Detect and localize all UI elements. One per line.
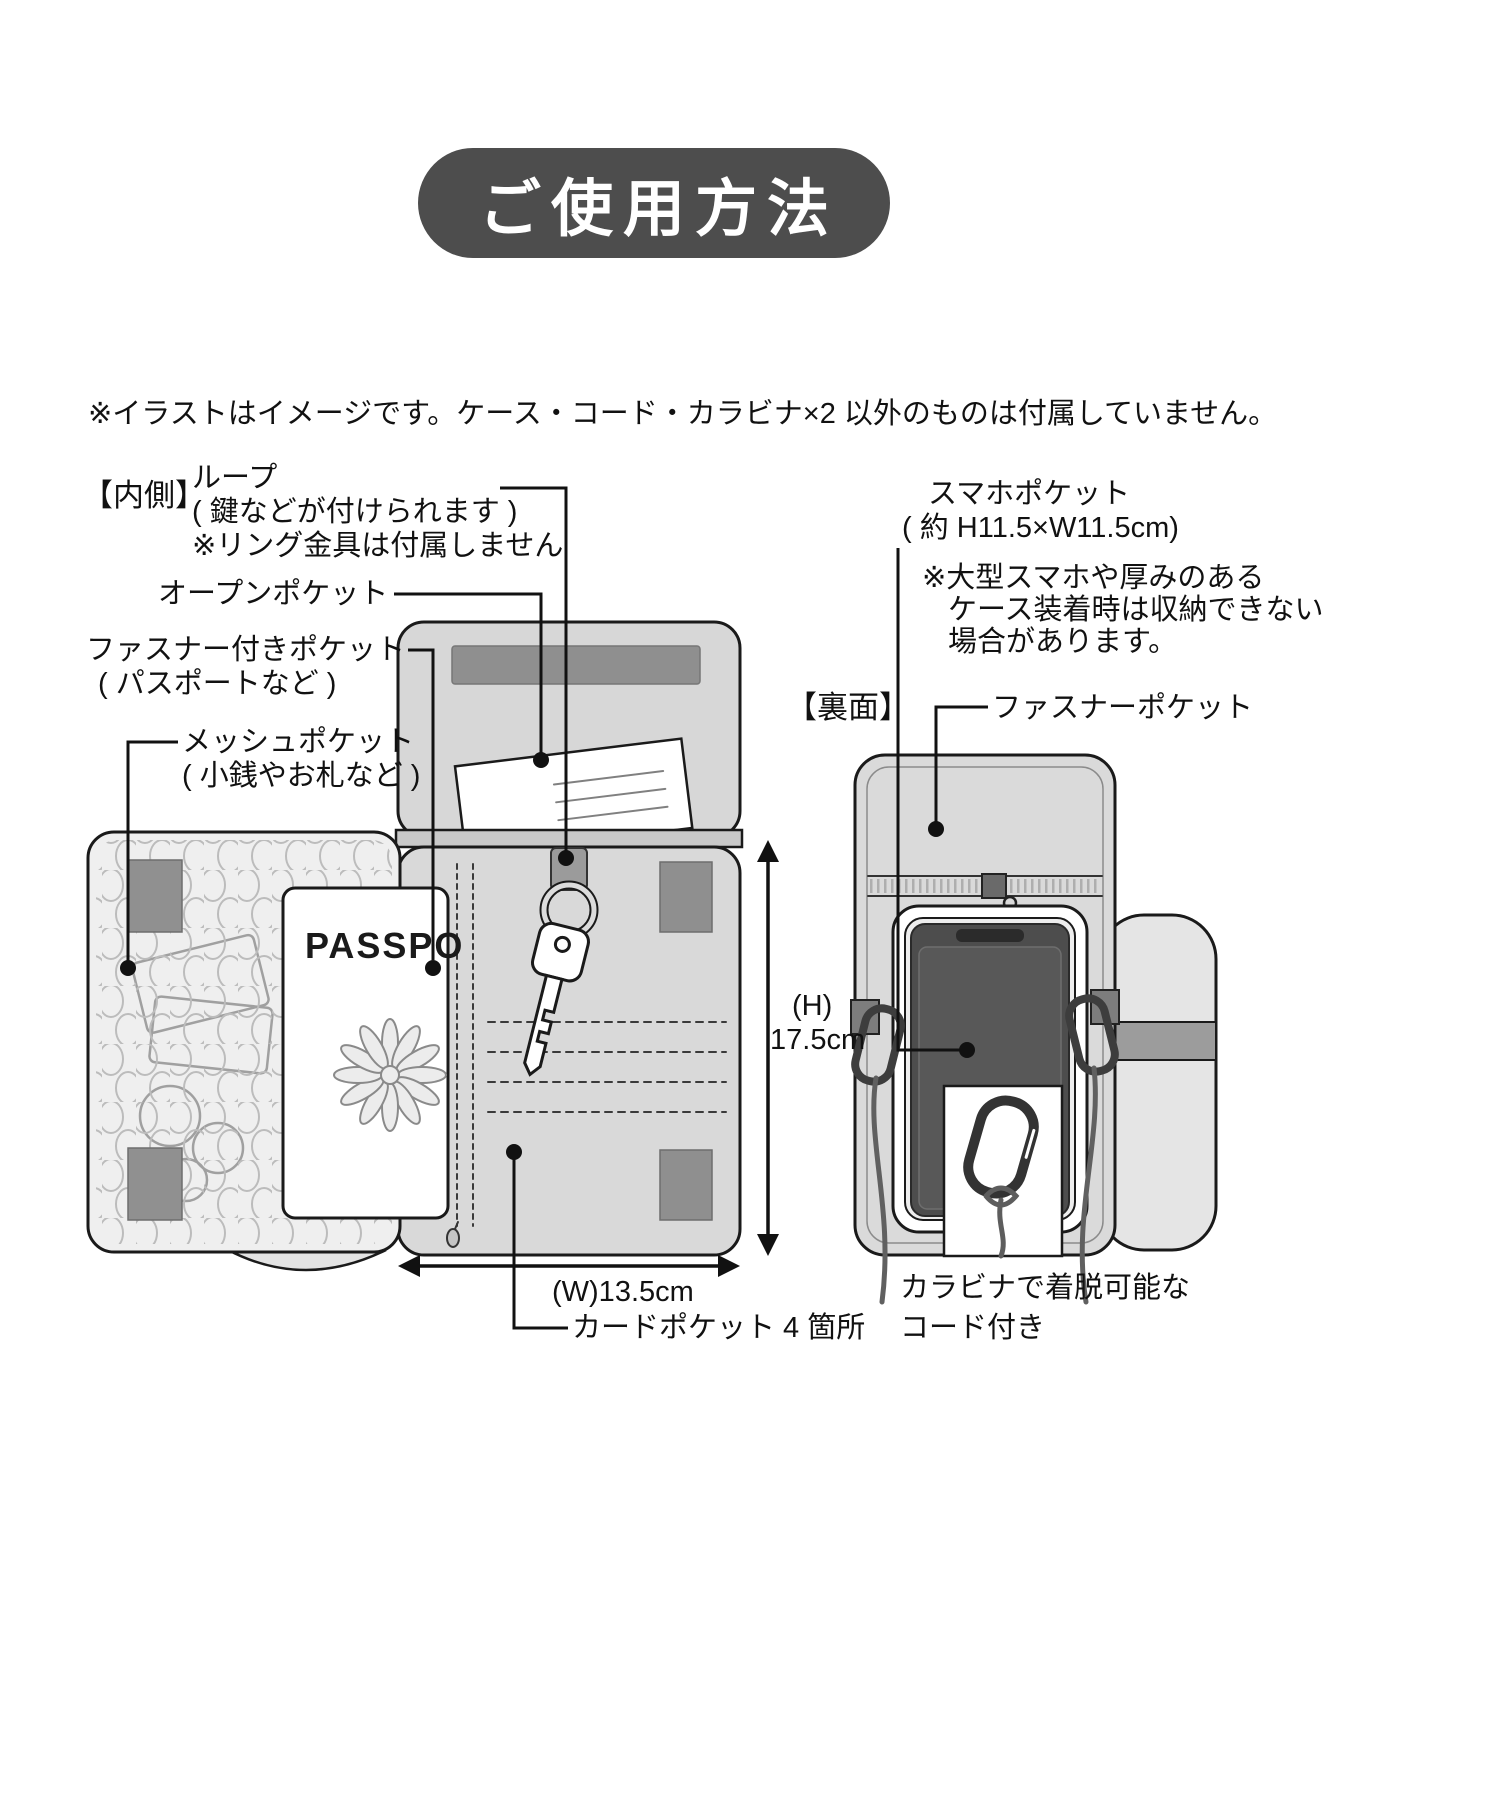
chrysanthemum-emblem	[333, 1018, 447, 1132]
back-heading: 【裏面】	[786, 690, 910, 725]
label-phone-note3: 場合があります。	[948, 626, 1178, 658]
label-phone-pocket-sub: ( 約 H11.5×W11.5cm)	[902, 512, 1179, 544]
label-loop-sub1: ( 鍵などが付けられます )	[192, 496, 518, 528]
side-piece	[1098, 913, 1218, 1252]
label-carabiner-note2: コード付き	[900, 1312, 1046, 1344]
key	[523, 921, 590, 1077]
velcro-square	[659, 1149, 713, 1221]
callout-phone-pocket	[896, 548, 960, 1052]
velcro-square	[127, 859, 183, 933]
label-height-h: (H)	[792, 990, 833, 1022]
height-dimension-arrow	[757, 840, 779, 1256]
velcro-square	[127, 1147, 183, 1221]
callout-lines	[126, 486, 988, 1330]
label-loop-sub2: ※リング金具は付属しません	[192, 530, 564, 562]
carabiner-right	[1065, 994, 1119, 1076]
label-zip-pocket-sub: ( パスポートなど )	[98, 668, 337, 700]
callout-mesh-pocket	[126, 740, 178, 962]
label-phone-note1: ※大型スマホや厚みのある	[922, 562, 1265, 594]
back-zipper	[867, 873, 1103, 911]
label-zip-pocket: ファスナー付きポケット	[86, 634, 406, 666]
passport: PASSPO	[281, 886, 464, 1220]
label-phone-note2: ケース装着時は収納できない	[948, 594, 1324, 626]
disclaimer-text: ※イラストはイメージです。ケース・コード・カラビナ×2 以外のものは付属していま…	[88, 398, 1278, 430]
callout-back-zip-pocket	[934, 705, 988, 822]
back-view-illustration	[850, 753, 1218, 1305]
paper-note	[453, 737, 694, 858]
width-dimension-arrow	[398, 1255, 740, 1277]
label-loop: ループ	[192, 462, 278, 494]
label-phone-pocket: スマホポケット	[928, 478, 1131, 510]
cord-right	[1079, 1065, 1098, 1305]
fold-band	[394, 828, 744, 849]
label-back-zip-pocket: ファスナーポケット	[992, 692, 1254, 724]
page-title: ご使用方法	[478, 175, 839, 244]
phone-notch	[956, 929, 1024, 942]
passport-title: PASSPO	[305, 925, 464, 966]
zipper-pull	[446, 1228, 460, 1248]
label-height-value: 17.5cm	[770, 1024, 866, 1056]
label-open-pocket: オープンポケット	[158, 578, 389, 610]
back-zipper-slider	[981, 873, 1007, 899]
callout-card-pockets	[512, 1158, 568, 1330]
velcro-square	[659, 861, 713, 933]
callout-loop	[500, 486, 568, 852]
label-card-pockets: カードポケット 4 箇所	[572, 1312, 866, 1344]
label-mesh-pocket: メッシュポケット	[182, 726, 415, 758]
case-spine	[227, 1248, 387, 1272]
callout-zip-pocket	[408, 648, 435, 960]
velcro-strip	[451, 645, 701, 685]
cord-left	[871, 1075, 888, 1305]
title-badge: ご使用方法	[418, 148, 890, 258]
label-mesh-pocket-sub: ( 小銭やお札など )	[182, 760, 421, 792]
side-strap-band	[1099, 1021, 1217, 1061]
label-carabiner-note1: カラビナで着脱可能な	[900, 1272, 1191, 1304]
zip-pocket-zipper	[456, 863, 474, 1227]
carabiner-left	[851, 1004, 905, 1086]
carabiner-inset	[942, 1084, 1064, 1259]
callout-dots	[120, 752, 975, 1160]
callout-open-pocket	[394, 592, 543, 754]
card-slot-lines	[487, 1021, 727, 1113]
inside-heading: 【内側】	[82, 478, 206, 513]
label-width-value: (W)13.5cm	[552, 1276, 694, 1308]
inside-view-illustration: PASSPO	[86, 620, 744, 1272]
